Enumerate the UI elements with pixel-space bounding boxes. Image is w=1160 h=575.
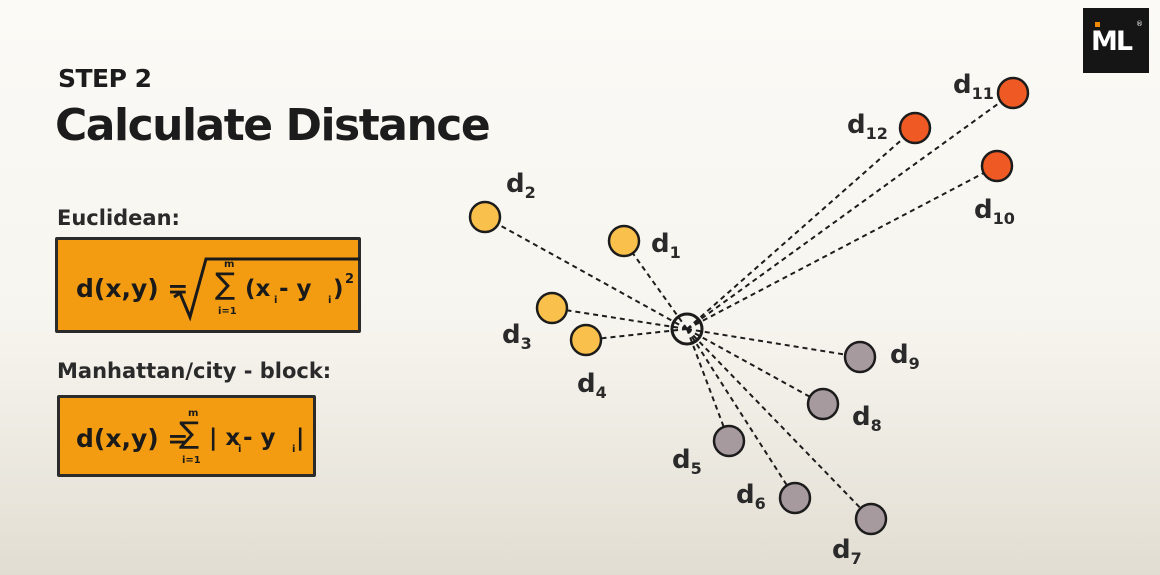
- euclidean-minus-y: - y: [279, 276, 312, 302]
- point-d6: [778, 481, 812, 515]
- distance-lines: [484, 92, 1014, 520]
- euclidean-sum-bottom: i=1: [218, 306, 237, 317]
- label-sub-d1: 1: [670, 243, 681, 262]
- point-d3: [535, 291, 569, 325]
- distance-line-d3: [551, 307, 688, 330]
- manhattan-minus-y: - y: [243, 425, 276, 451]
- point-d9: [843, 340, 877, 374]
- manhattan-sum-top: m: [188, 408, 199, 419]
- euclidean-term-x: (x: [245, 276, 271, 302]
- label-d9: d9: [890, 340, 920, 373]
- point-d11: [996, 76, 1030, 110]
- label-d6: d6: [736, 480, 766, 513]
- sqrt-radical-icon: [173, 257, 360, 322]
- distance-line-d6: [686, 328, 796, 499]
- manhattan-sigma: ∑: [179, 416, 200, 451]
- distance-line-d7: [686, 328, 872, 520]
- point-d8: [806, 387, 840, 421]
- point-d2: [468, 200, 502, 234]
- point-d5: [712, 424, 746, 458]
- label-sub-d5: 5: [691, 459, 702, 478]
- euclidean-close-paren: ): [333, 276, 344, 302]
- label-sub-d2: 2: [525, 183, 536, 202]
- distance-line-d2: [484, 216, 688, 330]
- distance-line-d1: [623, 240, 688, 330]
- manhattan-term-x: | x: [209, 425, 241, 451]
- label-sub-d6: 6: [755, 494, 766, 513]
- point-d4: [569, 323, 603, 357]
- euclidean-formula-box: d(x,y) = m ∑ i=1 (x i - y i ) 2: [55, 237, 361, 333]
- brand-logo: ML ®: [1083, 8, 1149, 73]
- point-d10: [980, 149, 1014, 183]
- label-d1: d1: [651, 229, 681, 262]
- point-d12: [898, 111, 932, 145]
- distance-line-d9: [686, 328, 861, 358]
- point-d1: [607, 224, 641, 258]
- label-sub-d3: 3: [521, 334, 532, 353]
- manhattan-label: Manhattan/city - block:: [57, 359, 332, 383]
- label-d8: d8: [852, 402, 882, 435]
- label-d11: d11: [953, 70, 994, 103]
- distance-line-d4: [585, 328, 688, 341]
- euclidean-power: 2: [345, 272, 355, 287]
- manhattan-lhs: d(x,y) =: [76, 424, 189, 453]
- point-d7: [854, 502, 888, 536]
- label-sub-d12: 12: [866, 124, 888, 143]
- label-d7: d7: [832, 535, 862, 568]
- label-sub-d11: 11: [972, 84, 994, 103]
- label-d10: d10: [974, 195, 1015, 228]
- euclidean-sigma: ∑: [215, 267, 236, 302]
- label-sub-d7: 7: [851, 549, 862, 568]
- euclidean-label: Euclidean:: [57, 206, 180, 230]
- distance-line-d8: [686, 328, 824, 405]
- label-sub-d9: 9: [909, 354, 920, 373]
- logo-registered-mark: ®: [1136, 20, 1143, 28]
- logo-dot: [1095, 22, 1100, 27]
- manhattan-sub-i-y: i: [292, 444, 296, 455]
- step-label: STEP 2: [58, 64, 152, 93]
- label-sub-d4: 4: [596, 383, 607, 402]
- label-sub-d10: 10: [993, 209, 1015, 228]
- euclidean-sub-i-x: i: [274, 295, 278, 306]
- euclidean-sum-top: m: [224, 259, 235, 270]
- distance-line-d5: [686, 328, 730, 442]
- euclidean-lhs: d(x,y) =: [76, 274, 189, 303]
- manhattan-formula-box: d(x,y) = m ∑ i=1 | x i - y i |: [57, 395, 316, 477]
- label-sub-d8: 8: [871, 416, 882, 435]
- manhattan-close-bar: |: [296, 425, 305, 451]
- data-points: [468, 76, 1030, 536]
- label-d12: d12: [847, 110, 888, 143]
- page-title: Calculate Distance: [55, 100, 491, 151]
- distance-line-d11: [686, 92, 1014, 330]
- manhattan-sum-bottom: i=1: [182, 455, 201, 466]
- query-point: [670, 312, 704, 346]
- euclidean-sub-i-y: i: [328, 295, 332, 306]
- label-d2: d2: [506, 169, 536, 202]
- label-d4: d4: [577, 369, 607, 402]
- label-d5: d5: [672, 445, 702, 478]
- manhattan-sub-i-x: i: [238, 444, 242, 455]
- logo-text: ML: [1091, 26, 1133, 57]
- distance-line-d12: [686, 127, 916, 330]
- label-d3: d3: [502, 320, 532, 353]
- distance-line-d10: [686, 165, 998, 330]
